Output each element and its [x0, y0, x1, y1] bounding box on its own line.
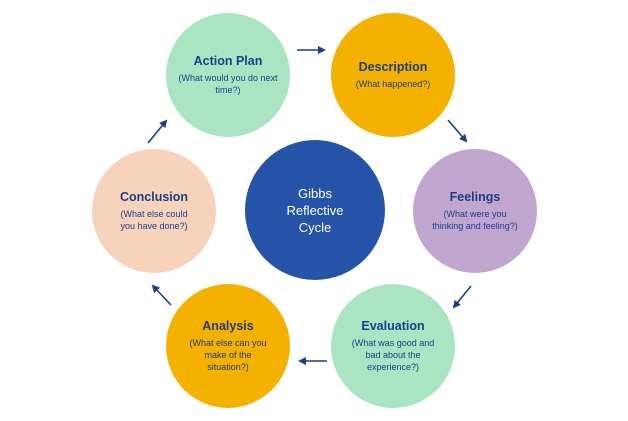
arrow-description-to-feelings	[447, 119, 468, 143]
stage-action-plan: Action Plan (What would you do next time…	[166, 13, 290, 137]
stage-feelings: Feelings (What were you thinking and fee…	[413, 149, 537, 273]
arrow-feelings-to-evaluation	[452, 285, 472, 309]
center-title: Gibbs Reflective Cycle	[286, 185, 344, 235]
stage-title: Conclusion	[119, 190, 189, 204]
stage-evaluation: Evaluation (What was good and bad about …	[331, 284, 455, 408]
stage-title: Evaluation	[361, 319, 425, 333]
stage-question: (What else could you have done?)	[120, 209, 188, 231]
stage-conclusion: Conclusion (What else could you have don…	[92, 149, 216, 273]
stage-description: Description (What happened?)	[331, 13, 455, 137]
stage-title: Feelings	[449, 190, 501, 204]
stage-analysis: Analysis (What else can you make of the …	[166, 284, 290, 408]
stage-title: Description	[358, 60, 428, 74]
center-hub: Gibbs Reflective Cycle	[245, 140, 385, 280]
stage-question: (What happened?)	[355, 79, 431, 89]
arrow-conclusion-to-action-plan	[147, 119, 168, 144]
stage-title: Analysis	[202, 319, 254, 333]
stage-question: (What was good and bad about the experie…	[351, 338, 435, 372]
arrow-analysis-to-conclusion	[151, 284, 172, 306]
stage-question: (What would you do next time?)	[178, 73, 278, 95]
stage-question: (What were you thinking and feeling?)	[432, 209, 518, 231]
stage-title: Action Plan	[193, 54, 263, 68]
stage-question: (What else can you make of the situation…	[189, 338, 267, 372]
